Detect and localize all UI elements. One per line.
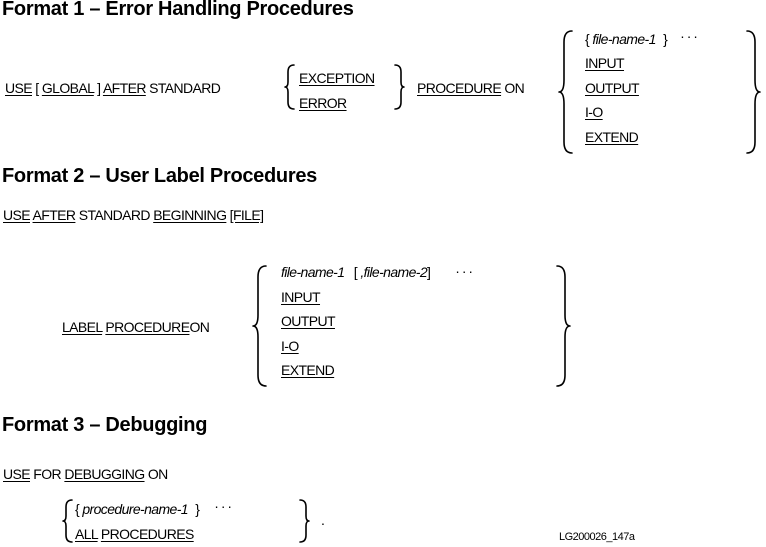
option-i-o: I-O — [585, 104, 603, 120]
keyword-file: [FILE] — [229, 207, 264, 223]
brace-close: } — [663, 31, 668, 47]
option-exception: EXCEPTION — [299, 70, 375, 86]
keyword-beginning: BEGINNING — [153, 207, 227, 223]
keyword-global: GLOBAL — [41, 80, 95, 96]
right-brace-icon — [299, 499, 310, 543]
optional-open-bracket: [ — [35, 80, 39, 96]
keyword-procedure: PROCEDURE — [105, 319, 190, 335]
file-name-2: ,file-name-2 — [360, 264, 428, 280]
bracket-close: ] — [427, 264, 431, 280]
format-3-heading: Format 3 – Debugging — [2, 414, 208, 436]
ellipsis: . . . — [455, 260, 473, 276]
brace-open: { — [75, 501, 80, 517]
file-name-1: file-name-1 — [592, 31, 656, 47]
figure-id: LG200026_147a — [559, 531, 635, 543]
all-procedures: ALL PROCEDURES — [75, 526, 194, 542]
left-brace-icon — [558, 30, 573, 154]
keyword-on: ON — [504, 80, 525, 96]
keyword-standard: STANDARD — [78, 207, 151, 223]
bracket-open: [ — [353, 264, 358, 280]
format-2-statement: USE AFTER STANDARD BEGINNING [FILE] — [3, 207, 264, 223]
keyword-use: USE — [5, 80, 33, 96]
brace-close: } — [195, 501, 200, 517]
procedure-name-item: { procedure-name-1 } . . . — [75, 495, 232, 517]
ellipsis: . . . — [680, 25, 697, 41]
format-2-heading: Format 2 – User Label Procedures — [2, 165, 317, 187]
right-brace-icon — [556, 265, 571, 387]
option-output: OUTPUT — [585, 80, 640, 96]
option-extend: EXTEND — [281, 362, 335, 378]
option-error: ERROR — [299, 95, 347, 111]
keyword-on: ON — [147, 466, 168, 482]
terminating-period: . — [321, 512, 325, 528]
right-brace-icon — [394, 64, 405, 110]
keyword-after: AFTER — [32, 207, 76, 223]
keyword-for: FOR — [33, 466, 62, 482]
procedure-name-1: procedure-name-1 — [82, 501, 188, 517]
left-brace-icon — [284, 64, 295, 110]
option-input: INPUT — [585, 55, 625, 71]
format-1-statement: USE [ GLOBAL ] AFTER STANDARD — [5, 80, 221, 96]
option-input: INPUT — [281, 289, 321, 305]
file-name-item: { file-name-1 } . . . — [585, 25, 698, 47]
option-extend: EXTEND — [585, 129, 639, 145]
keyword-procedure: PROCEDURE — [417, 80, 502, 96]
ellipsis: . . . — [214, 495, 232, 511]
keyword-all: ALL — [75, 526, 98, 542]
left-brace-icon — [62, 499, 73, 543]
format-1-procedure-on: PROCEDURE ON — [417, 80, 525, 96]
left-brace-icon — [252, 265, 267, 387]
optional-close-bracket: ] — [97, 80, 101, 96]
brace-open: { — [585, 31, 590, 47]
keyword-procedures: PROCEDURES — [100, 526, 194, 542]
keyword-use: USE — [3, 207, 31, 223]
format-1-heading: Format 1 – Error Handling Procedures — [2, 0, 354, 20]
keyword-use: USE — [3, 466, 31, 482]
file-name-1: file-name-1 — [281, 264, 345, 280]
keyword-after: AFTER — [102, 80, 146, 96]
option-output: OUTPUT — [281, 313, 336, 329]
option-i-o: I-O — [281, 338, 299, 354]
keyword-on: ON — [189, 319, 210, 335]
keyword-debugging: DEBUGGING — [64, 466, 145, 482]
format-3-statement: USE FOR DEBUGGING ON — [3, 466, 168, 482]
keyword-standard: STANDARD — [149, 80, 221, 96]
file-name-item: file-name-1 [ ,file-name-2] . . . — [281, 260, 473, 280]
keyword-label: LABEL — [62, 319, 103, 335]
right-brace-icon — [746, 30, 761, 154]
format-2-label-procedure-on: LABEL PROCEDUREON — [62, 319, 210, 335]
